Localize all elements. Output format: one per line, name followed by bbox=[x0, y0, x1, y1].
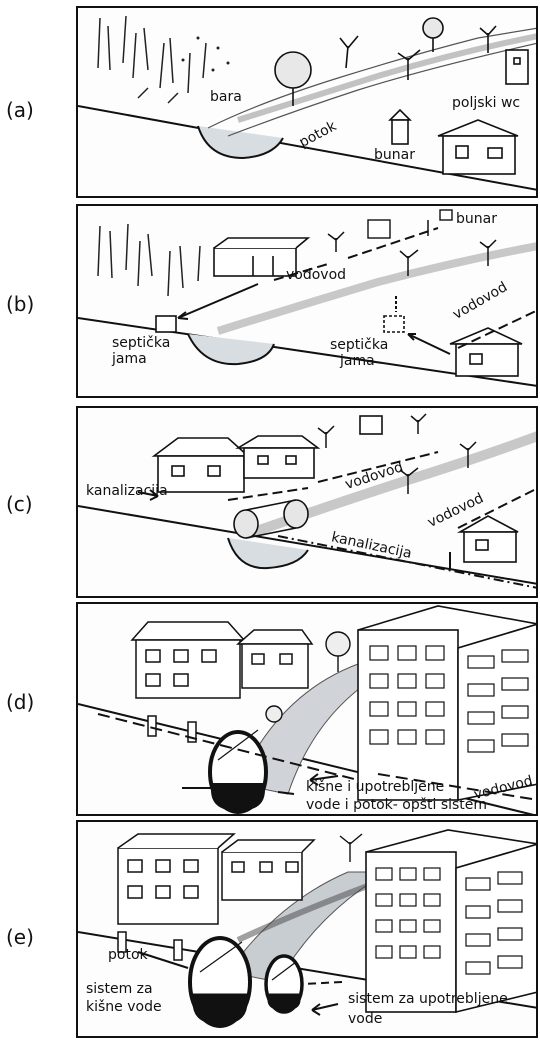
row-label-b: (b) bbox=[6, 292, 35, 316]
label-septicka-right-2: jama bbox=[340, 353, 375, 369]
label-vodovod-top: vodovod bbox=[286, 267, 347, 283]
label-septicka-left-2: jama bbox=[112, 351, 147, 367]
label-potok-e: potok bbox=[108, 947, 148, 963]
label-bara: bara bbox=[210, 89, 242, 105]
panel-a: bara potok bunar poljski wc bbox=[76, 6, 538, 198]
row-label-c: (c) bbox=[6, 492, 33, 516]
label-kisne-line1: kišne i upotrebljene bbox=[306, 779, 445, 795]
label-kisne-e-2: kišne vode bbox=[86, 999, 162, 1015]
row-label-e: (e) bbox=[6, 925, 34, 949]
label-upotrebljene-1: sistem za upotrebljene bbox=[348, 991, 508, 1007]
label-kanalizacija-left: kanalizacija bbox=[86, 483, 168, 499]
panel-e: potok sistem za kišne vode sistem za upo… bbox=[76, 820, 538, 1038]
label-bunar: bunar bbox=[374, 147, 415, 163]
panel-b-illustration bbox=[78, 209, 536, 387]
row-label-d: (d) bbox=[6, 690, 35, 714]
panel-b: bunar vodovod vodovod septička jama sept… bbox=[76, 204, 538, 398]
label-bunar-b: bunar bbox=[456, 211, 497, 227]
row-label-a: (a) bbox=[6, 98, 34, 122]
panel-d-illustration bbox=[78, 605, 536, 814]
label-kisne-line2: vode i potok- opšti sistem bbox=[306, 797, 488, 813]
label-kisne-e-1: sistem za bbox=[86, 981, 153, 997]
panel-a-illustration bbox=[78, 15, 536, 191]
label-septicka-right-1: septička bbox=[330, 337, 389, 353]
label-upotrebljene-2: vode bbox=[348, 1011, 383, 1027]
label-poljski-wc: poljski wc bbox=[452, 95, 521, 111]
panel-c-illustration bbox=[78, 413, 536, 589]
panel-e-illustration bbox=[78, 829, 536, 1028]
panel-d: vodovod kišne i upotrebljene vode i poto… bbox=[76, 602, 538, 816]
label-septicka-left-1: septička bbox=[112, 335, 171, 351]
panel-c: kanalizacija vodovod vodovod kanalizacij… bbox=[76, 406, 538, 598]
